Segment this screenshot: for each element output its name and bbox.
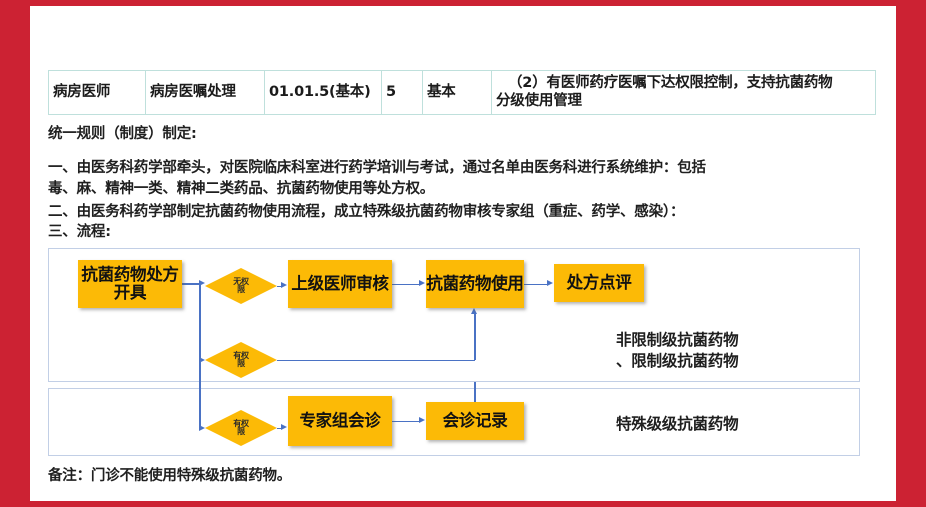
cell-level: 基本 xyxy=(422,69,492,116)
arrow-to-expert xyxy=(281,424,287,430)
flow-node-use[interactable]: 抗菌药物使用 xyxy=(426,260,524,308)
diamond-shape-icon xyxy=(205,410,277,446)
connector-expert-record xyxy=(392,420,420,422)
label-nonrestricted-antibiotics: 非限制级抗菌药物 、限制级抗菌药物 xyxy=(616,331,739,370)
connector-auth-upper-horizontal xyxy=(277,359,475,361)
flow-node-prescribe[interactable]: 抗菌药物处方开具 xyxy=(78,260,182,308)
table-row: 病房医师 病房医嘱处理 01.01.5(基本) 5 基本 （2）有医师药疗医嘱下… xyxy=(48,69,876,116)
decision-label: 有权 限 xyxy=(205,410,277,446)
decision-label-line1: 无权 xyxy=(233,277,249,286)
connector-trunk-vertical xyxy=(199,283,201,428)
footer-note: 备注：门诊不能使用特殊级抗菌药物。 xyxy=(48,468,292,484)
arrow-to-auth-upper xyxy=(199,356,205,363)
requirement-line-1: （2）有医师药疗医嘱下达权限控制，支持抗菌药物 xyxy=(508,75,833,91)
arrow-to-record xyxy=(419,417,425,423)
arrow-to-senior-review xyxy=(281,282,287,288)
connector-use-comment xyxy=(524,283,548,285)
diamond-shape-icon xyxy=(205,342,277,378)
connector-auth-lower-expert xyxy=(277,427,283,429)
decision-label: 有权 限 xyxy=(205,342,277,378)
arrow-up-to-use xyxy=(471,308,477,314)
rule-item-one: 一、由医务科药学部牵头，对医院临床科室进行药学培训与考试，通过名单由医务科进行系… xyxy=(48,160,706,198)
decision-label-line2: 限 xyxy=(237,359,245,368)
rule-item-two: 二、由医务科药学部制定抗菌药物使用流程，成立特殊级抗菌药物审核专家组（重症、药学… xyxy=(48,204,685,220)
arrow-to-use xyxy=(419,280,425,286)
decision-label-line2: 限 xyxy=(237,285,245,294)
rule-item-three: 三、流程: xyxy=(48,224,111,240)
slide-canvas: 病房医师 病房医嘱处理 01.01.5(基本) 5 基本 （2）有医师药疗医嘱下… xyxy=(30,6,896,501)
connector-review-use xyxy=(392,283,420,285)
flow-node-consult-record[interactable]: 会诊记录 xyxy=(426,402,524,440)
flow-node-senior-review[interactable]: 上级医师审核 xyxy=(288,260,392,308)
cell-code: 01.01.5(基本) xyxy=(264,69,382,116)
arrow-to-comment xyxy=(547,280,553,286)
flow-decision-no-authority[interactable]: 无权 限 xyxy=(205,268,277,304)
connector-noauth-review xyxy=(277,285,283,287)
connector-prescribe-trunk xyxy=(182,283,200,285)
decision-label: 无权 限 xyxy=(205,268,277,304)
diamond-shape-icon xyxy=(205,268,277,304)
decision-label-line1: 有权 xyxy=(233,419,249,428)
flow-node-prescription-comment[interactable]: 处方点评 xyxy=(554,264,644,302)
cell-module: 病房医嘱处理 xyxy=(145,69,265,116)
arrow-to-auth-lower xyxy=(199,424,205,431)
cell-level-number: 5 xyxy=(381,69,423,116)
decision-label-line1: 有权 xyxy=(233,351,249,360)
flow-decision-has-authority-lower[interactable]: 有权 限 xyxy=(205,410,277,446)
flow-node-expert-consult[interactable]: 专家组会诊 xyxy=(288,396,392,446)
cell-role: 病房医师 xyxy=(48,69,146,116)
decision-label-line2: 限 xyxy=(237,427,245,436)
flow-decision-has-authority-upper[interactable]: 有权 限 xyxy=(205,342,277,378)
cell-requirement: （2）有医师药疗医嘱下达权限控制，支持抗菌药物 分级使用管理 xyxy=(491,69,876,116)
requirement-table: 病房医师 病房医嘱处理 01.01.5(基本) 5 基本 （2）有医师药疗医嘱下… xyxy=(48,69,876,116)
connector-auth-upper-vertical xyxy=(474,314,476,360)
label-special-antibiotics: 特殊级级抗菌药物 xyxy=(616,415,739,433)
section-title: 统一规则（制度）制定: xyxy=(48,126,197,142)
requirement-line-2: 分级使用管理 xyxy=(496,93,582,110)
arrow-to-no-auth xyxy=(199,279,205,286)
connector-record-vertical xyxy=(474,382,476,402)
